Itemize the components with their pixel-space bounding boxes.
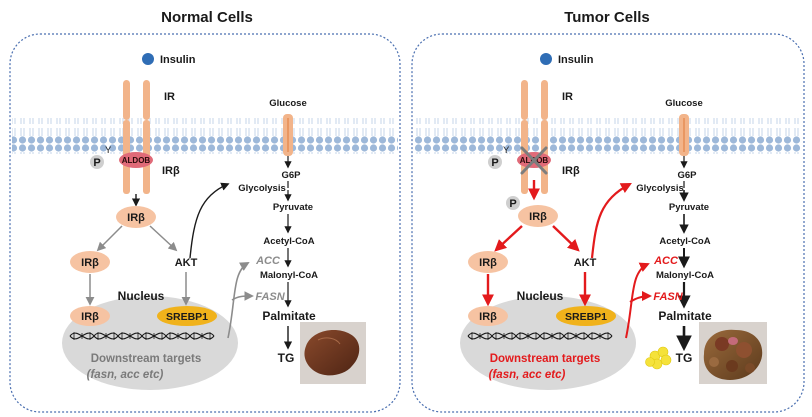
tumor-cells-panel: Tumor Cells Insulin IR IRβ P Y ALDOB P I… xyxy=(411,9,805,413)
acc-label: ACC xyxy=(653,255,679,267)
arrow-irb-to-akt xyxy=(149,225,178,252)
srebp1-node xyxy=(157,306,217,326)
glycolysis-label: Glycolysis xyxy=(636,183,684,194)
tg-label: TG xyxy=(278,351,295,365)
phospho-y-label: Y xyxy=(105,145,112,156)
irb-cyto-label: IRβ xyxy=(127,212,145,224)
irb-cyto-node xyxy=(116,206,156,228)
acc-label: ACC xyxy=(255,255,281,267)
irb-nucleus-node xyxy=(70,306,110,326)
arrow-akt-to-glycolysis xyxy=(189,182,230,259)
tumor-cell-border xyxy=(411,33,805,413)
srebp1-label: SREBP1 xyxy=(565,311,607,323)
acetylcoa-label: Acetyl-CoA xyxy=(659,236,710,247)
aldob-node xyxy=(119,152,153,168)
arrow-nucleus-to-acc xyxy=(227,262,250,339)
glucose-label: Glucose xyxy=(665,98,703,109)
normal-cell-border xyxy=(9,33,401,413)
aldob-label: ALDOB xyxy=(122,156,151,165)
pyruvate-label: Pyruvate xyxy=(669,202,709,213)
tumor-membrane xyxy=(414,118,802,154)
glycolysis-label: Glycolysis xyxy=(238,183,286,194)
irb-left-node xyxy=(70,251,110,273)
irb-nucleus-label: IRβ xyxy=(479,311,497,323)
arrow-nucleus-to-fasn xyxy=(629,291,652,303)
arrow-nucleus-to-acc xyxy=(625,262,650,339)
normal-cells-panel: Normal Cells Insulin IR IRβ P Y ALDOB IR… xyxy=(9,9,401,413)
liver-tumor-photo-icon xyxy=(699,322,767,384)
malonylcoa-label: Malonyl-CoA xyxy=(656,270,714,281)
downstream-genes-label: (fasn, acc etc) xyxy=(489,369,566,381)
glucose-label: Glucose xyxy=(269,98,307,109)
arrow-akt-to-glycolysis xyxy=(590,182,632,259)
downstream-genes-label: (fasn, acc etc) xyxy=(87,369,164,381)
irb-left-node xyxy=(468,251,508,273)
liver-photo-icon xyxy=(300,322,366,384)
arrow-nucleus-to-fasn xyxy=(231,291,254,301)
normal-membrane xyxy=(12,118,398,154)
phospho-p-label: P xyxy=(93,157,100,169)
akt-label: AKT xyxy=(574,257,597,269)
malonylcoa-label: Malonyl-CoA xyxy=(260,270,318,281)
g6p-label: G6P xyxy=(677,170,697,181)
acetylcoa-label: Acetyl-CoA xyxy=(263,236,314,247)
insulin-label: Insulin xyxy=(558,54,594,66)
phospho-p-label: P xyxy=(491,157,498,169)
irb-cyto-node xyxy=(518,205,558,227)
palmitate-label: Palmitate xyxy=(262,309,316,323)
akt-label: AKT xyxy=(175,257,198,269)
srebp1-node xyxy=(556,306,616,326)
tumor-panel-title: Tumor Cells xyxy=(564,9,650,26)
irb-cyto-label: IRβ xyxy=(529,211,547,223)
nucleus-label: Nucleus xyxy=(517,289,564,303)
ir-label: IR xyxy=(164,91,175,103)
insulin-icon xyxy=(142,53,154,65)
downstream-label: Downstream targets xyxy=(91,353,202,365)
phospho-y-label: Y xyxy=(503,145,510,156)
arrow-irb-to-irb-left xyxy=(494,225,523,252)
g6p-label: G6P xyxy=(281,170,301,181)
arrow-irb-to-akt xyxy=(552,225,580,252)
phospho-icon xyxy=(90,155,104,169)
pyruvate-label: Pyruvate xyxy=(273,202,313,213)
palmitate-label: Palmitate xyxy=(658,309,712,323)
fasn-label: FASN xyxy=(653,291,683,303)
srebp1-label: SREBP1 xyxy=(166,311,208,323)
irb-left-label: IRβ xyxy=(479,257,497,269)
irb-nucleus-node xyxy=(468,306,508,326)
arrow-irb-to-irb-left xyxy=(96,225,123,252)
irb-nucleus-label: IRβ xyxy=(81,311,99,323)
downstream-label: Downstream targets xyxy=(490,353,601,365)
tg-label: TG xyxy=(676,351,693,365)
cross-x-icon xyxy=(520,146,548,175)
insulin-icon xyxy=(540,53,552,65)
phospho-icon-2 xyxy=(506,196,520,210)
irb-receptor-label: IRβ xyxy=(562,165,580,177)
nucleus-label: Nucleus xyxy=(118,289,165,303)
insulin-label: Insulin xyxy=(160,54,196,66)
dna-helix-icon xyxy=(467,332,613,340)
irb-left-label: IRβ xyxy=(81,257,99,269)
phospho-p2-label: P xyxy=(509,198,516,210)
lipid-droplet-icon xyxy=(645,346,672,370)
irb-receptor-label: IRβ xyxy=(162,165,180,177)
normal-panel-title: Normal Cells xyxy=(161,9,253,26)
fasn-label: FASN xyxy=(255,291,285,303)
ir-label: IR xyxy=(562,91,573,103)
dna-helix-icon xyxy=(69,332,215,340)
phospho-icon xyxy=(488,155,502,169)
